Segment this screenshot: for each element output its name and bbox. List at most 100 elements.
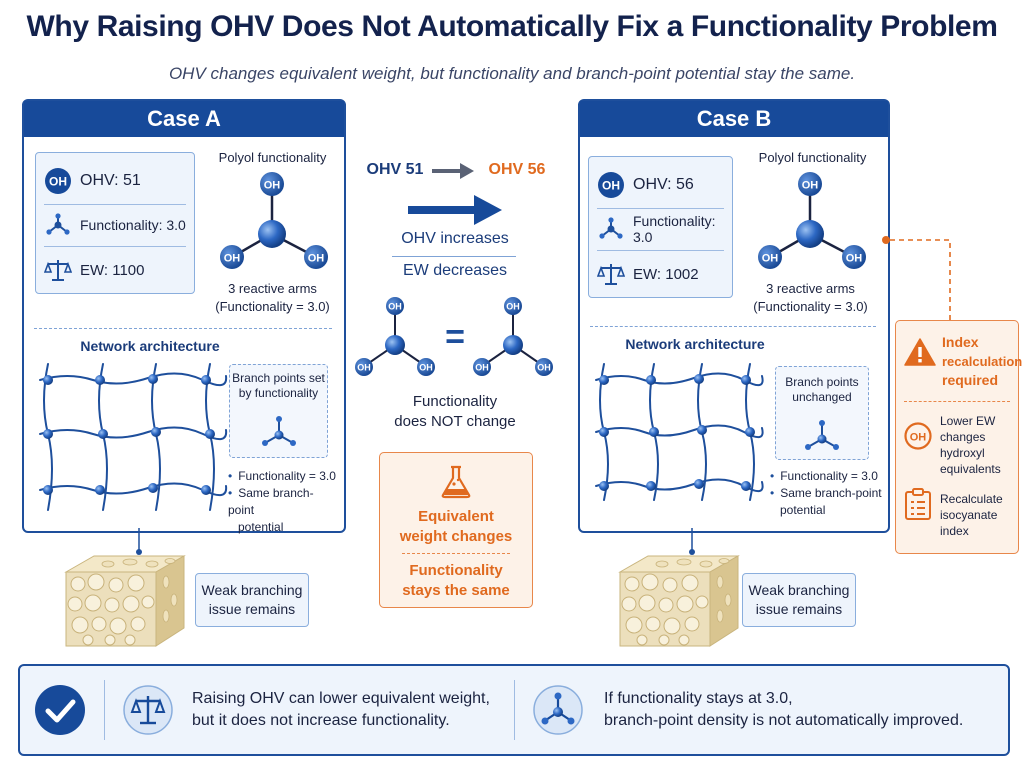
alert-title-line1: Index bbox=[942, 334, 979, 350]
case-b-branch-line2: unchanged bbox=[792, 390, 852, 404]
bottom-msg2-line1: If functionality stays at 3.0, bbox=[604, 690, 793, 707]
case-b-functionality: Functionality: 3.0 bbox=[633, 213, 716, 245]
bottom-divider-2 bbox=[514, 680, 515, 740]
case-a-bullet-2a: Same branch-point bbox=[228, 486, 314, 517]
oh-label: OH bbox=[357, 363, 371, 373]
case-b-weak-line1: Weak branching bbox=[748, 582, 850, 598]
index-recalculation-alert: Index recalculation required OH Lower EW… bbox=[895, 320, 1022, 554]
case-b-connector bbox=[689, 528, 695, 555]
ohv-increases-label: OHV increases bbox=[401, 230, 509, 247]
molecule-icon bbox=[599, 217, 623, 239]
balance-scale-icon bbox=[597, 264, 625, 285]
checkmark-icon bbox=[35, 685, 85, 735]
oh-label: OH bbox=[308, 253, 325, 265]
func-same-line2: stays the same bbox=[402, 582, 510, 599]
case-a-foam-block-icon bbox=[64, 555, 186, 647]
case-b-weak-line2: issue remains bbox=[755, 601, 843, 617]
case-b-title: Case B bbox=[580, 101, 888, 137]
balance-scale-icon bbox=[123, 685, 173, 735]
case-b-properties-card: OH OHV: 56 Functionality: 3.0 EW: 1002 bbox=[588, 156, 733, 298]
arrow-right-icon bbox=[432, 163, 474, 179]
case-a-polyol-title: Polyol functionality bbox=[218, 150, 327, 165]
middle-molecule-left: OH OH OH bbox=[355, 297, 435, 376]
alert-connector bbox=[882, 236, 951, 320]
alert-item1-line3: hydroxyl bbox=[940, 446, 985, 460]
case-a-ohv: OHV: 51 bbox=[80, 172, 141, 189]
oh-label: OH bbox=[762, 253, 779, 265]
orange-divider bbox=[402, 553, 510, 554]
mid-divider bbox=[392, 256, 516, 257]
ohv-from-label: OHV 51 bbox=[366, 161, 424, 178]
case-b-bullet-2a: Same branch-point bbox=[780, 486, 882, 500]
alert-divider bbox=[904, 401, 1010, 402]
ew-changes-line2: weight changes bbox=[399, 528, 513, 545]
functionality-unchanged-caption: Functionality does NOT change bbox=[370, 392, 540, 432]
ew-decreases-label: EW decreases bbox=[402, 262, 508, 279]
case-b-network-title: Network architecture bbox=[625, 336, 765, 352]
case-a-polyol-molecule: OH OH OH bbox=[220, 172, 328, 269]
alert-item1-line1: Lower EW bbox=[940, 414, 996, 428]
case-a-bullet-1: Functionality = 3.0 bbox=[238, 469, 336, 483]
func-line2: does NOT change bbox=[394, 413, 516, 430]
clipboard-checklist-icon bbox=[905, 488, 931, 520]
bottom-summary-bar: Raising OHV can lower equivalent weight,… bbox=[18, 664, 1010, 756]
case-b-arms-line2: (Functionality = 3.0) bbox=[753, 299, 868, 314]
alert-title-line3: required bbox=[942, 372, 999, 388]
middle-summary-box: Equivalent weight changes Functionality … bbox=[379, 452, 533, 608]
case-a-properties-card: OH OHV: 51 Functionality: 3.0 EW: 1100 bbox=[35, 152, 195, 294]
func-line1: Functionality bbox=[412, 393, 498, 410]
bottom-msg1-line1: Raising OHV can lower equivalent weight, bbox=[192, 690, 490, 707]
oh-circle-icon: OH bbox=[904, 422, 932, 450]
balance-scale-icon bbox=[44, 260, 72, 281]
alert-item1-line4: equivalents bbox=[940, 462, 1001, 476]
alert-item2-line3: index bbox=[940, 524, 969, 538]
oh-badge-icon: OH bbox=[45, 168, 71, 194]
case-a-arms-line2: (Functionality = 3.0) bbox=[215, 299, 330, 314]
warning-icon bbox=[904, 338, 936, 366]
svg-text:OH: OH bbox=[49, 175, 67, 189]
case-b-polyol-molecule: OH OH OH bbox=[758, 172, 866, 269]
middle-molecule-right: OH OH OH bbox=[473, 297, 553, 376]
case-a-network-lattice bbox=[39, 363, 228, 511]
flask-icon bbox=[441, 465, 471, 499]
case-a-branch-line1: Branch points set bbox=[232, 371, 325, 385]
alert-item2-line1: Recalculate bbox=[940, 492, 1003, 506]
case-a-weak-line2: issue remains bbox=[208, 601, 296, 617]
oh-label: OH bbox=[388, 302, 402, 312]
bottom-divider-1 bbox=[104, 680, 105, 740]
oh-label: OH bbox=[264, 180, 281, 192]
case-b-bullet-2b: potential bbox=[780, 503, 826, 517]
case-b-divider bbox=[590, 326, 876, 327]
case-a-ew: EW: 1100 bbox=[80, 261, 145, 279]
case-b-branch-line1: Branch points bbox=[785, 375, 859, 389]
oh-label: OH bbox=[537, 363, 551, 373]
page-title: Why Raising OHV Does Not Automatically F… bbox=[26, 10, 998, 43]
case-a-bullets: •Functionality = 3.0 •Same branch-point … bbox=[228, 468, 338, 536]
func-same-line1: Functionality bbox=[409, 562, 503, 579]
equals-sign: = bbox=[445, 318, 465, 356]
ohv-to-label: OHV 56 bbox=[488, 161, 546, 178]
branch-molecule-icon bbox=[533, 685, 583, 735]
oh-label: OH bbox=[846, 253, 863, 265]
case-b-ew: EW: 1002 bbox=[633, 265, 699, 283]
case-b-weak-branching-note: Weak branching issue remains bbox=[742, 573, 856, 627]
svg-text:OH: OH bbox=[602, 179, 620, 193]
case-b-ohv: OHV: 56 bbox=[633, 176, 694, 193]
case-b-bullet-1: Functionality = 3.0 bbox=[780, 469, 878, 483]
molecule-icon bbox=[46, 213, 70, 235]
ew-changes-line1: Equivalent bbox=[418, 508, 494, 525]
case-b-polyol-title: Polyol functionality bbox=[758, 150, 867, 165]
oh-label: OH bbox=[224, 253, 241, 265]
case-a-weak-line1: Weak branching bbox=[201, 582, 303, 598]
branch-point-icon bbox=[262, 416, 296, 446]
case-a-bullet-2b: potential bbox=[238, 520, 284, 534]
branch-point-icon bbox=[805, 420, 839, 450]
case-a-functionality: Functionality: 3.0 bbox=[80, 217, 186, 233]
case-a-connector bbox=[136, 528, 142, 555]
page-subtitle: OHV changes equivalent weight, but funct… bbox=[168, 64, 856, 83]
case-a-title: Case A bbox=[24, 101, 344, 137]
alert-item2-line2: isocyanate bbox=[940, 508, 998, 522]
case-b-branch-points-box: Branch points unchanged bbox=[775, 366, 869, 460]
case-b-arms-caption: 3 reactive arms (Functionality = 3.0) bbox=[738, 280, 883, 316]
case-a-network-title: Network architecture bbox=[80, 338, 220, 354]
